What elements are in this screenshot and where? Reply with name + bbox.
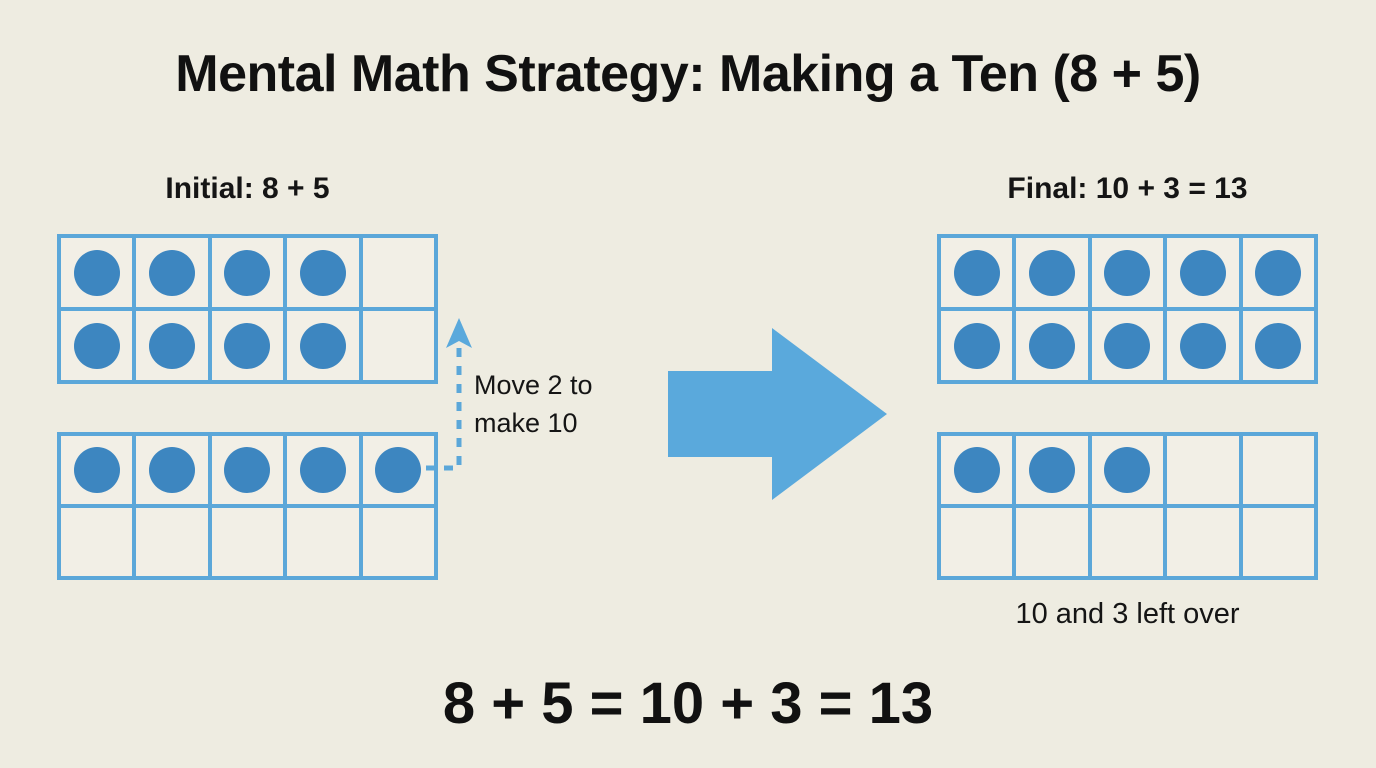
ten-frame-cell <box>1016 311 1088 380</box>
page-title: Mental Math Strategy: Making a Ten (8 + … <box>175 45 1201 103</box>
ten-frame-cell <box>211 238 284 307</box>
counter-dot <box>73 322 120 369</box>
ten-frame-cell <box>61 238 133 307</box>
ten-frame-cell <box>1167 238 1239 307</box>
ten-frame-cell <box>61 508 133 576</box>
counter-dot <box>953 249 1000 296</box>
counter-dot <box>1029 249 1076 296</box>
ten-frame-cell <box>362 436 434 504</box>
ten-frame-cell <box>287 508 359 576</box>
counter-dot <box>1104 447 1151 493</box>
ten-frame-cell <box>1242 311 1314 380</box>
ten-frame-cell <box>1242 238 1314 307</box>
counter-dot <box>375 447 422 493</box>
counter-dot <box>149 249 196 296</box>
ten-frame-cell <box>1242 508 1314 576</box>
counter-dot <box>73 249 120 296</box>
ten-frame-final-three <box>937 432 1318 580</box>
counter-dot <box>953 322 1000 369</box>
counter-dot <box>299 322 346 369</box>
move-annotation-line-2: make 10 <box>474 408 578 439</box>
ten-frame-cell <box>1016 436 1088 504</box>
counter-dot <box>299 447 346 493</box>
ten-frame-cell <box>941 311 1013 380</box>
counter-dot <box>1179 249 1226 296</box>
ten-frame-cell <box>1242 436 1314 504</box>
counter-dot <box>1104 322 1151 369</box>
ten-frame-cell <box>61 436 133 504</box>
final-label: Final: 10 + 3 = 13 <box>1007 172 1248 205</box>
ten-frame-initial-five <box>57 432 438 580</box>
ten-frame-final-ten <box>937 234 1318 384</box>
ten-frame-cell <box>1016 238 1088 307</box>
counter-dot <box>1179 322 1226 369</box>
summary-equation: 8 + 5 = 10 + 3 = 13 <box>442 671 934 736</box>
counter-dot <box>149 322 196 369</box>
counter-dot <box>73 447 120 493</box>
counter-dot <box>953 447 1000 493</box>
ten-frame-cell <box>136 508 208 576</box>
ten-frame-cell <box>211 436 284 504</box>
ten-frame-cell <box>287 436 359 504</box>
leftover-caption: 10 and 3 left over <box>1015 598 1240 630</box>
ten-frame-cell <box>1091 311 1164 380</box>
right-arrow-icon <box>668 328 887 500</box>
ten-frame-cell <box>136 238 208 307</box>
ten-frame-cell <box>61 311 133 380</box>
ten-frame-cell <box>362 311 434 380</box>
move-annotation: Move 2 to make 10 <box>474 366 644 443</box>
ten-frame-cell <box>941 508 1013 576</box>
counter-dot <box>149 447 196 493</box>
counter-dot <box>224 322 271 369</box>
ten-frame-cell <box>1167 436 1239 504</box>
ten-frame-cell <box>136 311 208 380</box>
ten-frame-cell <box>941 436 1013 504</box>
initial-label: Initial: 8 + 5 <box>165 172 330 205</box>
ten-frame-cell <box>136 436 208 504</box>
ten-frame-cell <box>1167 311 1239 380</box>
counter-dot <box>1029 322 1076 369</box>
counter-dot <box>1104 249 1151 296</box>
counter-dot <box>1029 447 1076 493</box>
ten-frame-cell <box>362 238 434 307</box>
ten-frame-cell <box>287 238 359 307</box>
ten-frame-cell <box>1016 508 1088 576</box>
ten-frame-cell <box>1167 508 1239 576</box>
ten-frame-cell <box>211 508 284 576</box>
ten-frame-cell <box>362 508 434 576</box>
move-annotation-line-1: Move 2 to <box>474 370 593 400</box>
ten-frame-cell <box>1091 238 1164 307</box>
ten-frame-cell <box>1091 436 1164 504</box>
counter-dot <box>1255 249 1302 296</box>
counter-dot <box>224 447 271 493</box>
counter-dot <box>1255 322 1302 369</box>
ten-frame-cell <box>1091 508 1164 576</box>
counter-dot <box>224 249 271 296</box>
ten-frame-cell <box>287 311 359 380</box>
ten-frame-initial-eight <box>57 234 438 384</box>
ten-frame-cell <box>211 311 284 380</box>
ten-frame-cell <box>941 238 1013 307</box>
counter-dot <box>299 249 346 296</box>
